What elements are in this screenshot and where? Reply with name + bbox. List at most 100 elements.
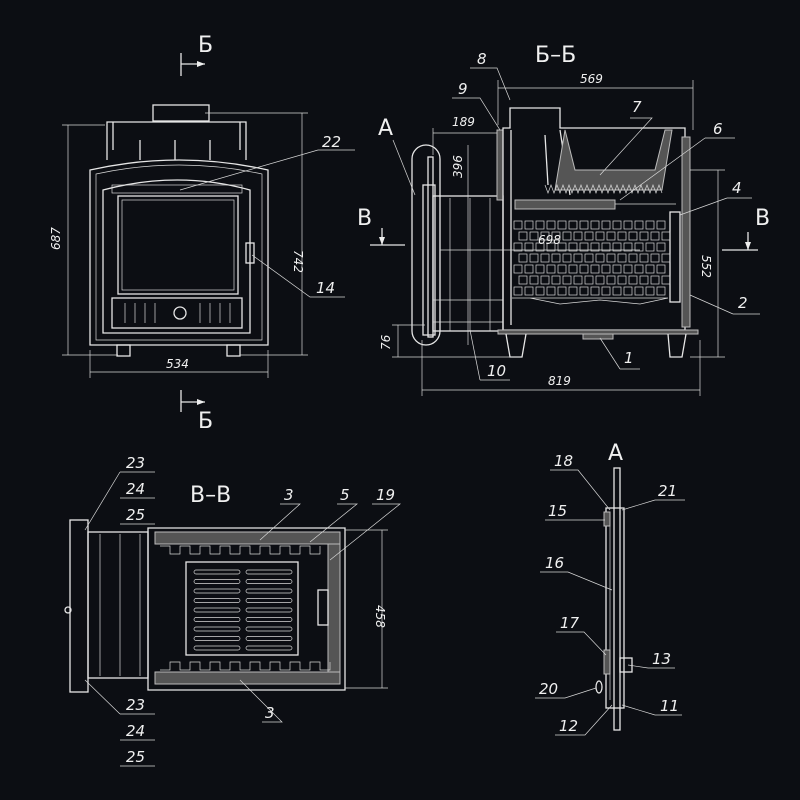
grate-slot <box>245 617 293 622</box>
dim-door-offset: 396 <box>451 155 465 178</box>
grate-slot <box>193 636 241 641</box>
stone-cell <box>639 275 649 285</box>
stone-cell <box>639 231 649 241</box>
stone-cell <box>551 253 561 263</box>
front-view: 687 742 534 Б Б 22 14 <box>49 33 355 434</box>
stone-cell <box>645 220 655 230</box>
stone-cell <box>661 253 671 263</box>
stone-cell <box>590 220 600 230</box>
stone-cell <box>623 220 633 230</box>
stone-cell <box>513 242 523 252</box>
stone-cell <box>601 286 611 296</box>
stone-cell <box>529 275 539 285</box>
stone-cell <box>568 242 578 252</box>
grate-slot <box>193 645 241 651</box>
view-mark-a: А <box>378 116 393 141</box>
grate-slot <box>193 598 241 603</box>
stone-cell <box>524 220 534 230</box>
callout-23-bottom: 23 <box>126 696 145 714</box>
grate-slot <box>245 626 293 632</box>
dim-width: 534 <box>166 357 189 371</box>
grate-slot <box>245 645 293 651</box>
callout-2: 2 <box>738 294 748 312</box>
callout-14: 14 <box>316 279 335 297</box>
dim-height: 687 <box>49 227 63 250</box>
callout-1: 1 <box>624 349 634 367</box>
dim-height-bb: 552 <box>699 255 713 278</box>
stone-cell <box>579 264 589 274</box>
stone-cell <box>546 242 556 252</box>
stone-cell <box>573 275 583 285</box>
section-bb: Б–Б А 569 189 396 698 552 76 819 В В 8 9… <box>357 43 770 396</box>
callout-5: 5 <box>340 486 350 504</box>
stone-cell <box>562 253 572 263</box>
callout-16: 16 <box>545 554 564 572</box>
stone-cell <box>612 286 622 296</box>
callout-12: 12 <box>559 717 578 735</box>
section-vv-title: В–В <box>190 483 231 508</box>
stone-cell <box>513 220 523 230</box>
stone-cell <box>628 231 638 241</box>
stone-cell <box>518 253 528 263</box>
stone-cell <box>568 264 578 274</box>
stone-cell <box>573 231 583 241</box>
stone-cell <box>623 242 633 252</box>
stone-cell <box>573 253 583 263</box>
stone-cell <box>513 286 523 296</box>
grate-slot <box>193 607 241 613</box>
stone-cell <box>661 231 671 241</box>
section-mark-bottom: Б <box>198 409 213 434</box>
stone-cell <box>650 275 660 285</box>
grate-slot <box>193 617 241 622</box>
callout-8: 8 <box>477 50 487 68</box>
dim-height-total: 742 <box>291 250 305 273</box>
callout-3-bottom: 3 <box>265 704 275 722</box>
grate-slot <box>245 607 293 613</box>
callout-10: 10 <box>487 362 506 380</box>
stone-cell <box>628 275 638 285</box>
stone-cell <box>601 242 611 252</box>
callout-7: 7 <box>632 98 642 116</box>
stone-cell <box>595 275 605 285</box>
grate-slot <box>245 588 293 594</box>
stone-cell <box>650 253 660 263</box>
stone-cell <box>551 275 561 285</box>
stone-cell <box>524 242 534 252</box>
callout-6: 6 <box>713 120 723 138</box>
stone-cell <box>656 264 666 274</box>
stone-cell <box>562 275 572 285</box>
stone-cell <box>590 286 600 296</box>
grate-slot <box>193 569 241 575</box>
stone-cell <box>540 253 550 263</box>
stone-cell <box>546 220 556 230</box>
stone-cell <box>535 220 545 230</box>
callout-4: 4 <box>732 179 742 197</box>
dim-door-depth: 189 <box>452 115 475 129</box>
stone-cell <box>546 286 556 296</box>
callout-23-top: 23 <box>126 454 145 472</box>
stone-cell <box>568 286 578 296</box>
stone-cell <box>546 264 556 274</box>
stone-cell <box>656 242 666 252</box>
detail-a: А 18 21 15 16 17 13 20 12 11 <box>535 441 685 736</box>
section-mark-right: В <box>755 206 770 231</box>
stone-cell <box>557 220 567 230</box>
stone-cell <box>628 253 638 263</box>
stone-cell <box>540 231 550 241</box>
callout-24-top: 24 <box>126 480 145 498</box>
stone-cell <box>595 253 605 263</box>
stone-cell <box>623 286 633 296</box>
stone-cell <box>524 286 534 296</box>
stone-cell <box>634 264 644 274</box>
stone-cell <box>540 275 550 285</box>
stone-cell <box>661 275 671 285</box>
stone-cell <box>590 264 600 274</box>
grate-slot <box>193 579 241 584</box>
stone-cell <box>535 264 545 274</box>
stone-cell <box>524 264 534 274</box>
stone-cell <box>606 253 616 263</box>
stone-cell <box>617 231 627 241</box>
stone-cell <box>529 253 539 263</box>
